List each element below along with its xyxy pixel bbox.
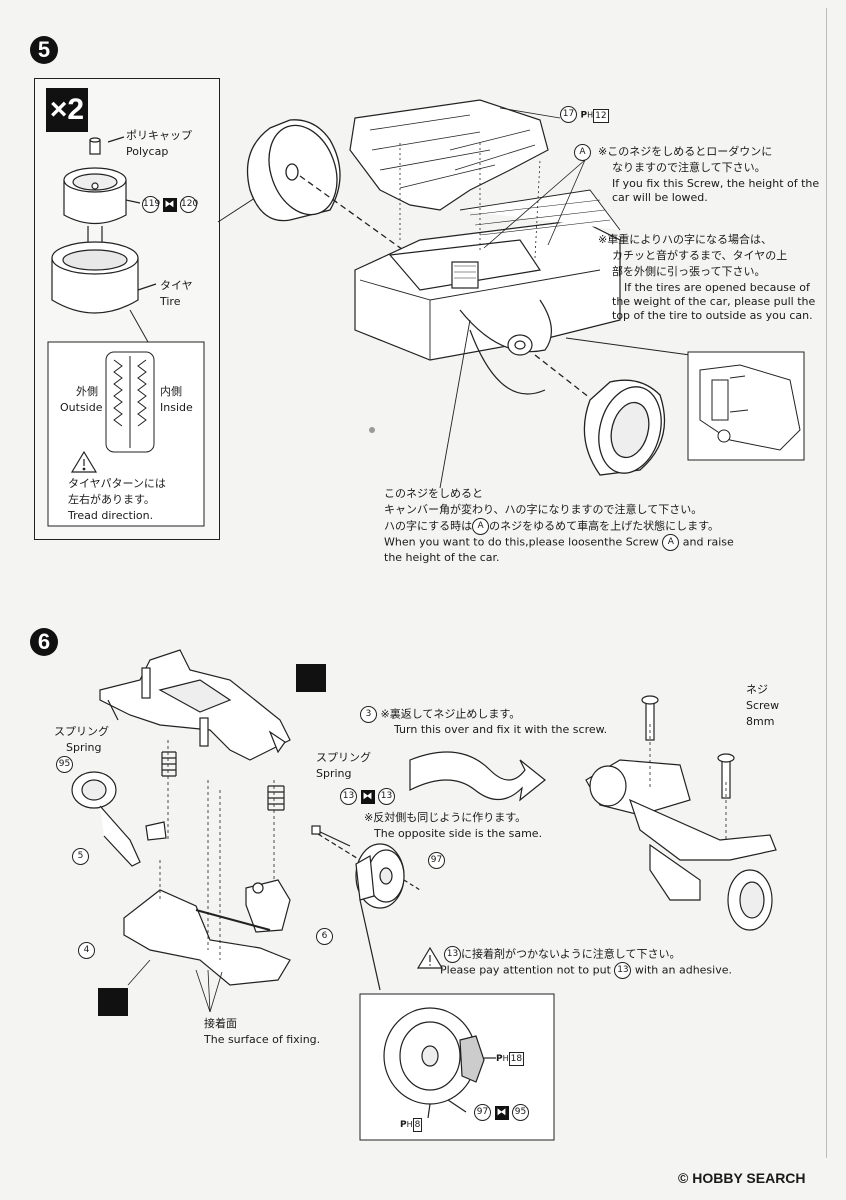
adhesive-detail-wheel — [383, 1007, 496, 1119]
screw-size: 8mm — [746, 715, 775, 728]
note2-ja-3: 部を外側に引っ張って下さい。 — [612, 265, 766, 278]
panel-callout-line — [217, 195, 259, 223]
part-97-label: 97 — [428, 852, 445, 869]
hand-detail-drawing — [565, 337, 805, 461]
inside-label-en: Inside — [160, 401, 193, 414]
tire-drawing — [51, 241, 157, 314]
outside-label-ja: 外側 — [76, 385, 98, 398]
part-120: 120 — [180, 196, 198, 213]
part-95-label: 95 — [56, 756, 73, 773]
flip-arrow — [409, 751, 546, 802]
upper-tire-drawing — [246, 119, 407, 253]
note1-en-2: car will be lowed. — [612, 191, 708, 204]
note1-ja-2: なりますので注意して下さい。 — [612, 161, 766, 174]
lower-tire-drawing — [534, 354, 666, 476]
copyright-mark: © — [678, 1170, 689, 1186]
note2-ja-2: カチッと音がするまで、タイヤの上 — [612, 249, 788, 262]
glue-icon-top — [296, 664, 326, 692]
part-3: 3 — [360, 706, 377, 723]
camber-note-ja-2: キャンバー角が変わり、ハの字になりますので注意して下さい。 — [384, 503, 703, 516]
surface-label-ja: 接着面 — [204, 1017, 237, 1030]
screw-13-drawing — [311, 825, 361, 861]
part-5-label: 5 — [72, 848, 89, 865]
screw-label-en: Screw — [746, 699, 780, 712]
note2-en-2: the weight of the car, please pull the — [612, 295, 816, 308]
note1-en-1: If you fix this Screw, the height of the — [612, 177, 820, 190]
polycap-label-en: Polycap — [126, 145, 169, 158]
part-119: 119 — [142, 196, 160, 213]
page-border — [18, 8, 827, 1158]
spring-right-en: Spring — [316, 767, 352, 780]
detail-parts-97-95: 97 ⧓ 95 — [474, 1104, 529, 1121]
car-body-drawing — [349, 99, 621, 395]
tread-pattern-drawing — [105, 351, 155, 453]
polycap-label-ja: ポリキャップ — [126, 129, 192, 142]
screw-a-label: A — [574, 144, 591, 161]
step-5-number: 5 — [30, 36, 58, 64]
step6-wheel-drawing — [355, 843, 421, 991]
hobby-search-logo: © HOBBY SEARCH — [678, 1170, 806, 1186]
camber-note-ja-1: このネジをしめると — [384, 487, 483, 500]
reverse-note-ja: ※裏返してネジ止めします。 — [380, 707, 521, 721]
polycap-drawing — [89, 136, 125, 155]
part-6-label: 6 — [316, 928, 333, 945]
camber-leader — [439, 319, 471, 489]
camber-note-en-1: When you want to do this,please loosenth… — [384, 534, 734, 551]
detail-leader — [129, 309, 149, 343]
spring-left-en: Spring — [66, 741, 102, 754]
spring-left-ja: スプリング — [54, 725, 109, 738]
screw-label-ja: ネジ — [746, 683, 768, 696]
ph-12: 12 — [593, 108, 609, 123]
note2-en-3: top of the tire to outside as you can. — [612, 309, 813, 322]
note2-en-1: If the tires are opened because of — [624, 281, 810, 294]
opposite-note-ja: ※反対側も同じように作ります。 — [364, 811, 527, 824]
note2-ja-1: ※車重によりハの字になる場合は、 — [598, 233, 772, 246]
inside-label-ja: 内側 — [160, 385, 182, 398]
warning-icon — [70, 450, 98, 473]
part-4-label: 4 — [78, 942, 95, 959]
tread-note-ja-1: タイヤパターンには — [68, 477, 166, 490]
glue-icon-bottom — [98, 988, 128, 1016]
reverse-note-en: Turn this over and fix it with the screw… — [394, 723, 608, 736]
surface-leaders — [127, 959, 223, 1013]
tire-label-en: Tire — [160, 295, 181, 308]
step-6-number: 6 — [30, 628, 58, 656]
part-13-pair: 13 ⧓ 13 — [340, 788, 395, 805]
stray-mark — [369, 427, 375, 433]
wheel-drawing — [63, 167, 141, 224]
note1-ja-1: ※このネジをしめるとローダウンに — [598, 145, 773, 158]
brand-name: HOBBY SEARCH — [692, 1170, 806, 1186]
upper-arm-drawing — [99, 649, 291, 761]
part-3-callout: 3 ※裏返してネジ止めします。 — [360, 706, 520, 723]
camber-note-en-2: the height of the car. — [384, 551, 500, 564]
surface-label-en: The surface of fixing. — [204, 1033, 321, 1046]
step6-dash-guides — [159, 740, 275, 960]
bowtie-icon: ⧓ — [494, 1105, 509, 1120]
wheel-parts: 119 ⧓ 120 — [142, 196, 198, 213]
opposite-note-en: The opposite side is the same. — [374, 827, 543, 840]
outside-label-en: Outside — [60, 401, 103, 414]
spring-right-ja: スプリング — [316, 751, 371, 764]
left-hub-drawing — [71, 771, 167, 867]
bowtie-icon: ⧓ — [360, 789, 375, 804]
spring-right-drawing — [267, 785, 285, 811]
adhesive-warning-en: Please pay attention not to put 13 with … — [440, 962, 732, 979]
tire-label-ja: タイヤ — [160, 279, 193, 292]
multiplier-badge: ×2 — [46, 88, 88, 132]
tread-note-ja-2: 左右があります。 — [68, 493, 155, 506]
spring-left-drawing — [161, 751, 177, 777]
bowtie-icon: ⧓ — [162, 197, 177, 212]
assembled-suspension-drawing — [585, 695, 777, 931]
part-17: 17 — [560, 106, 577, 123]
tread-note-en: Tread direction. — [68, 509, 154, 522]
